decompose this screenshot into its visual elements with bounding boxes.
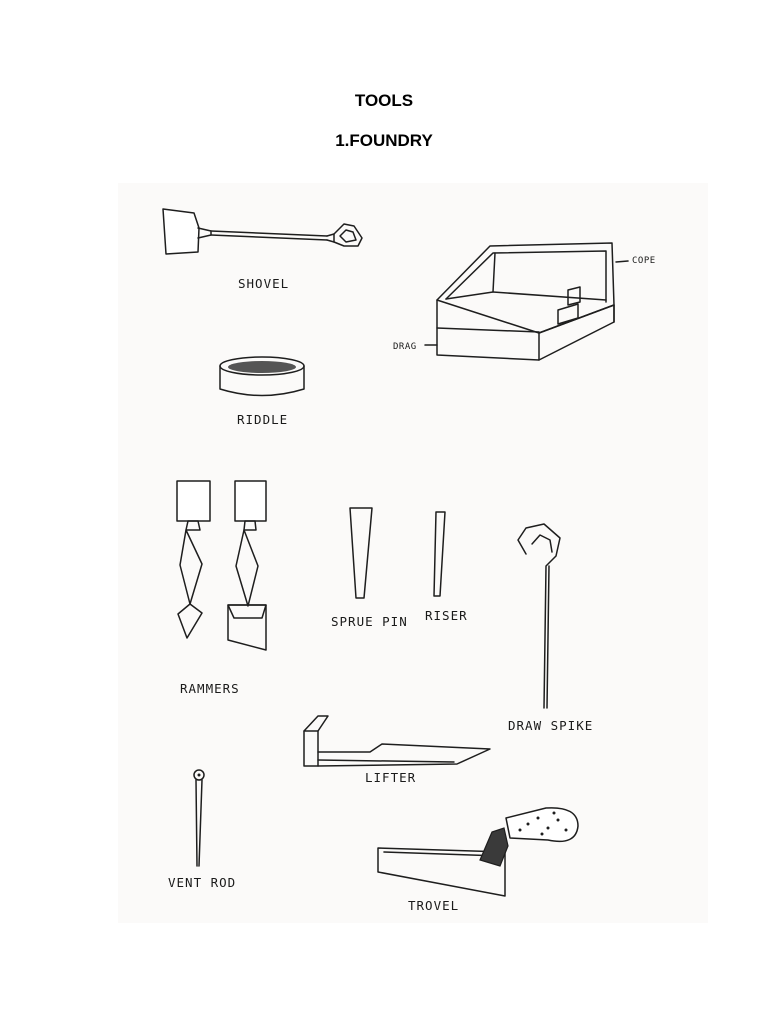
vent-rod-illustration xyxy=(193,769,205,867)
section-heading: 1.FOUNDRY xyxy=(335,131,433,150)
lifter-illustration xyxy=(303,715,491,767)
riser-label: RISER xyxy=(425,608,468,623)
riddle-label: RIDDLE xyxy=(237,412,288,427)
riser-illustration xyxy=(433,511,446,597)
trowel-illustration xyxy=(377,807,579,897)
document-title: TOOLS xyxy=(354,91,414,110)
draw-spike-label: DRAW SPIKE xyxy=(508,718,593,733)
rammers-illustration xyxy=(176,480,267,651)
lifter-label: LIFTER xyxy=(365,770,416,785)
sprue-pin-illustration xyxy=(349,507,373,599)
riddle-illustration xyxy=(219,356,305,397)
cope-label: COPE xyxy=(632,256,656,266)
shovel-label: SHOVEL xyxy=(238,276,289,291)
drag-label: DRAG xyxy=(393,342,417,352)
shovel-illustration xyxy=(162,208,363,255)
rammers-label: RAMMERS xyxy=(180,681,240,696)
trowel-label: TROVEL xyxy=(408,898,459,913)
sprue-pin-label: SPRUE PIN xyxy=(331,614,408,629)
moulding-flask-illustration xyxy=(424,242,629,361)
vent-rod-label: VENT ROD xyxy=(168,875,236,890)
draw-spike-illustration xyxy=(517,523,561,709)
